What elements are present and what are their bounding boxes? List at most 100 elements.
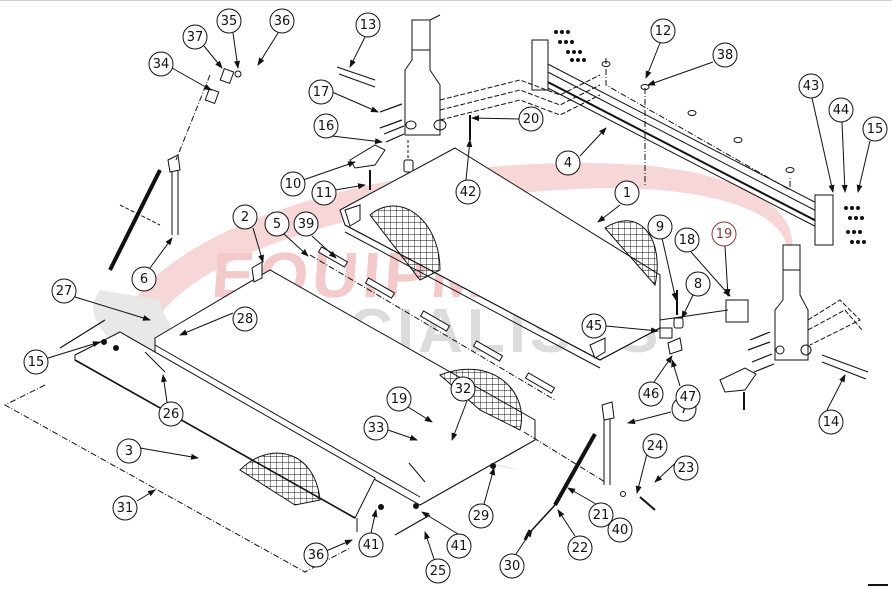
corner-rule (868, 584, 888, 586)
callout-part-11: 11 (311, 180, 337, 206)
callout-number: 3 (125, 444, 133, 459)
callout-part-24: 24 (642, 433, 668, 459)
callout-part-19: 19 (711, 221, 737, 247)
callout-number: 40 (612, 523, 629, 538)
callout-number: 6 (140, 272, 148, 287)
callout-number: 26 (163, 407, 180, 422)
callout-balloon (674, 227, 700, 253)
callout-number: 27 (56, 284, 73, 299)
callout-number: 11 (316, 186, 333, 201)
callout-balloon (51, 278, 77, 304)
callout-number: 24 (647, 439, 664, 454)
rear-deck-part-1 (339, 147, 749, 369)
right-bolts (747, 331, 775, 373)
outline-part-31 (3, 384, 351, 573)
callout-part-30: 30 (499, 553, 525, 579)
callout-part-34: 34 (148, 51, 174, 77)
callout-part-39: 39 (293, 211, 319, 237)
callout-part-13: 13 (355, 12, 381, 38)
callout-part-20: 20 (518, 106, 544, 132)
callout-number: 28 (237, 312, 254, 327)
callout-balloon (818, 409, 844, 435)
callout-number: 38 (717, 48, 734, 63)
callout-part-25: 25 (425, 558, 451, 584)
left-upright-bracket (404, 14, 601, 136)
callout-number: 22 (572, 541, 589, 556)
callout-number: 46 (643, 387, 660, 402)
callout-balloon (311, 180, 337, 206)
callout-balloon (638, 381, 664, 407)
callout-balloon (355, 12, 381, 38)
callout-balloon (308, 79, 334, 105)
spacer (403, 159, 414, 173)
front-right-small-parts (356, 462, 496, 536)
top-border (0, 0, 892, 1)
callout-part-42: 42 (455, 179, 481, 205)
callout-balloon (232, 306, 258, 332)
callout-balloon (588, 502, 614, 528)
callout-part-17: 17 (308, 79, 334, 105)
callout-number: 14 (823, 415, 840, 430)
callout-part-16: 16 (313, 113, 339, 139)
callout-balloon (158, 401, 184, 427)
callout-part-47: 47 (675, 384, 701, 410)
callout-number: 17 (313, 85, 330, 100)
callout-number: 5 (273, 217, 281, 232)
callout-part-5: 5 (264, 211, 290, 237)
callout-part-41: 41 (446, 533, 472, 559)
callout-number: 42 (460, 185, 477, 200)
callout-balloon (313, 113, 339, 139)
front-left-small-parts (59, 319, 166, 373)
callout-balloon (567, 535, 593, 561)
callout-part-28: 28 (232, 306, 258, 332)
callout-number: 41 (451, 539, 468, 554)
callout-part-38: 38 (712, 42, 738, 68)
callout-balloon (828, 97, 854, 123)
callout-part-37: 37 (182, 24, 208, 50)
callout-part-45: 45 (581, 313, 607, 339)
callout-number: 23 (678, 461, 695, 476)
callout-number: 47 (680, 390, 697, 405)
callout-balloon (303, 542, 329, 568)
callout-number: 19 (716, 227, 733, 242)
callout-balloon (269, 8, 295, 34)
callout-balloon (642, 433, 668, 459)
hinge-pins-part-39 (309, 246, 556, 401)
callout-number: 1 (623, 186, 631, 201)
callout-number: 2 (241, 210, 249, 225)
callout-balloon (293, 211, 319, 237)
callout-balloon (450, 376, 476, 402)
callout-part-19: 19 (386, 386, 412, 412)
callout-part-14: 14 (818, 409, 844, 435)
bolts-16-17 (379, 103, 405, 143)
pin-part-14 (821, 354, 869, 373)
callout-balloon (614, 180, 640, 206)
callout-number: 30 (504, 559, 521, 574)
callout-part-18: 18 (674, 227, 700, 253)
washers-row (601, 58, 795, 191)
callout-balloon (673, 455, 699, 481)
callout-number: 39 (298, 217, 315, 232)
callout-part-26: 26 (158, 401, 184, 427)
callout-number: 29 (473, 509, 490, 524)
ramp-part-3 (74, 331, 376, 519)
callout-number: 18 (679, 233, 696, 248)
callout-balloon (264, 211, 290, 237)
callout-number: 37 (187, 30, 204, 45)
callout-balloon (446, 533, 472, 559)
callout-number: 33 (368, 421, 385, 436)
callout-number: 10 (285, 177, 302, 192)
callout-part-36: 36 (303, 542, 329, 568)
callout-number: 15 (867, 122, 884, 137)
callout-balloon (280, 171, 306, 197)
callout-number: 45 (586, 319, 603, 334)
callout-number: 8 (694, 277, 702, 292)
callout-number: 36 (308, 548, 325, 563)
right-bracket (719, 367, 757, 393)
callout-balloon (685, 271, 711, 297)
bracket-part-10 (349, 144, 386, 169)
callout-balloon (455, 179, 481, 205)
callout-part-29: 29 (468, 503, 494, 529)
callout-part-23: 23 (673, 455, 699, 481)
